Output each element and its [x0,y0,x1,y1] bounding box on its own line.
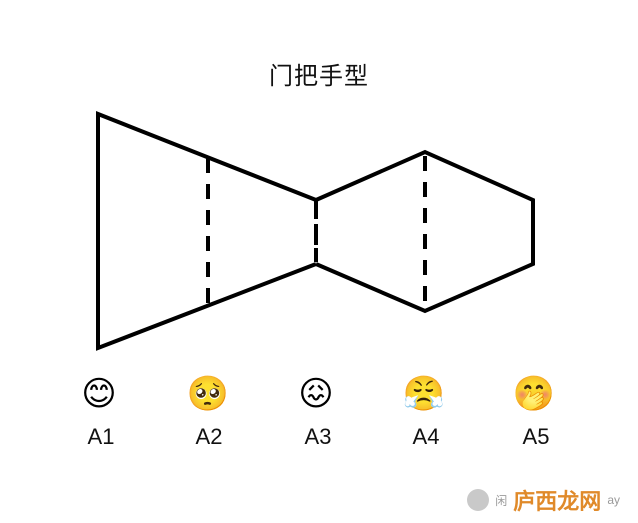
diagram-title: 门把手型 [269,62,369,90]
watermark-small-left: 闲 [495,493,508,508]
blushing-hand-face-icon: 🤭 [512,374,556,414]
label-a5: A5 [522,424,550,449]
covering-mouth-face-icon: 😖 [298,374,334,414]
wechat-icon [467,489,490,511]
watermark-small-right: ay [607,493,620,507]
outline-right-hexagon [315,149,535,314]
headband-face-icon: 😤 [402,374,446,414]
label-a1: A1 [87,424,115,449]
label-a2: A2 [195,424,223,449]
watermark: 闲 庐西龙网 ay [467,485,620,515]
pleading-face-icon: 🥺 [186,374,230,414]
label-a4: A4 [412,424,440,449]
emoji-row: 😊 🥺 😖 😤 🤭 [0,372,638,422]
outline-left-taper [96,111,317,351]
label-a3: A3 [304,424,332,449]
smile-face-icon: 😊 [81,374,117,414]
watermark-brand: 庐西龙网 [513,490,602,515]
